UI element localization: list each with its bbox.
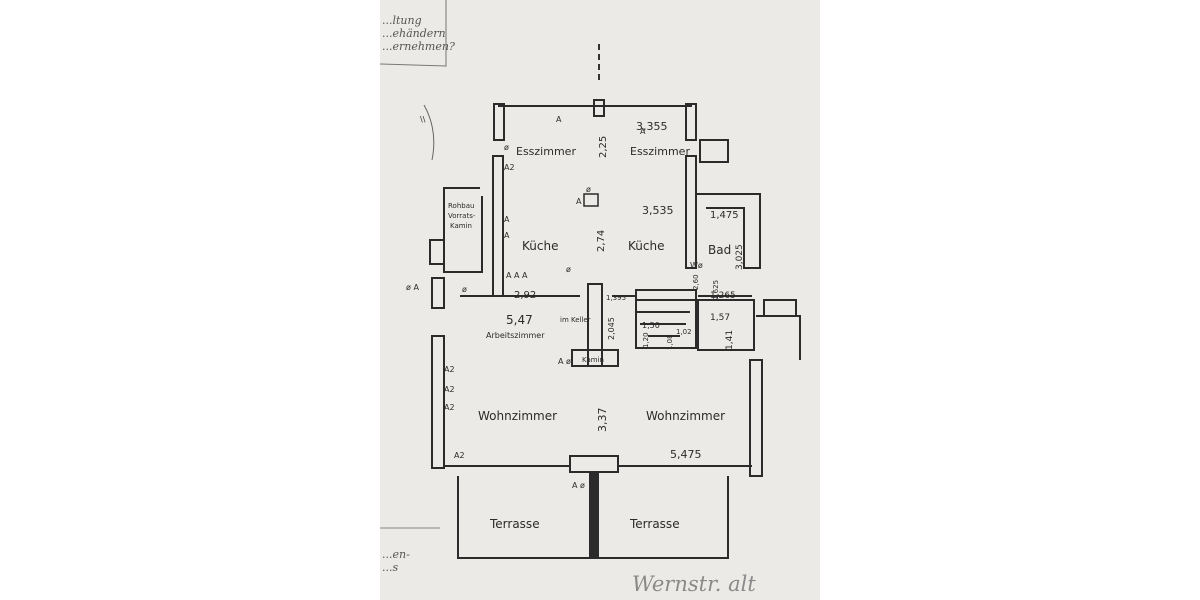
svg-text:ø: ø (462, 285, 467, 294)
bottom-left-note: ...en- ...s (382, 548, 410, 574)
dim-292: 2,92 (514, 290, 536, 301)
marker-left: \\ (420, 115, 426, 124)
dim-3535: 3,535 (642, 204, 674, 217)
dim-1395: 1,395 (606, 294, 626, 302)
walls (429, 99, 801, 559)
floor-plan: \\ (380, 0, 801, 559)
kaminbox-line-1: Rohbau (448, 202, 474, 210)
svg-text:A ø: A ø (558, 357, 571, 366)
svg-text:A: A (504, 231, 510, 240)
electrical-symbols: A A ø A2 A A A A A ø ø A ø A2 A2 A2 A2 A… (406, 115, 703, 490)
dim-120: 1,20 (642, 332, 650, 348)
dim-102: 1,02 (676, 328, 692, 336)
room-esszimmer-left: Esszimmer (516, 145, 576, 158)
corner-note-box (380, 0, 447, 67)
svg-text:A: A (504, 215, 510, 224)
bottom-note-line-2: ...s (382, 561, 399, 574)
dim-337: 3,37 (596, 408, 609, 433)
paper-sheet: ...ltung ...ehändern ...ernehmen? ...en-… (380, 0, 820, 600)
svg-text:A2: A2 (444, 365, 455, 374)
dim-1475: 1,475 (710, 210, 739, 221)
room-bad: Bad (708, 243, 731, 257)
room-terrasse-left: Terrasse (489, 517, 540, 531)
bottom-note-line-1: ...en- (382, 548, 410, 561)
svg-text:ø A: ø A (406, 283, 419, 292)
room-wohnzimmer-right: Wohnzimmer (646, 409, 725, 423)
label-im-keller: im Keller (560, 316, 591, 324)
svg-text:ø: ø (586, 185, 591, 194)
door-swing-arc (423, 104, 435, 161)
svg-text:A2: A2 (444, 403, 455, 412)
svg-text:A ø: A ø (572, 481, 585, 490)
table-symbol (583, 193, 599, 207)
svg-text:ø: ø (504, 143, 509, 152)
corner-note-line-1: ...ltung (382, 14, 422, 27)
dim-5475: 5,475 (670, 448, 702, 461)
dim-150: 1,50 (642, 321, 660, 330)
dim-141: 1,41 (725, 330, 735, 350)
svg-text:A2: A2 (444, 385, 455, 394)
room-arbeitszimmer: Arbeitszimmer (486, 331, 545, 340)
dim-547: 5,47 (506, 313, 533, 327)
room-terrasse-right: Terrasse (629, 517, 680, 531)
room-kueche-right: Küche (628, 239, 664, 253)
dim-2045: 2,045 (607, 317, 616, 340)
dim-108: 1,08 (666, 334, 674, 350)
svg-text:A2: A2 (454, 451, 465, 460)
dim-260: 2,60 (692, 274, 700, 290)
corner-note-line-3: ...ernehmen? (382, 40, 455, 53)
room-wohnzimmer-left: Wohnzimmer (478, 409, 557, 423)
corner-handwritten-note: ...ltung ...ehändern ...ernehmen? (382, 14, 455, 53)
svg-text:A: A (556, 115, 562, 124)
dim-1265: 1,265 (710, 291, 736, 301)
dim-1625: 1,625 (712, 280, 720, 300)
room-esszimmer-right: Esszimmer (630, 145, 690, 158)
svg-text:Wø: Wø (690, 261, 703, 270)
kaminbox-line-2: Vorrats- (448, 212, 476, 220)
dim-225: 2,25 (598, 136, 609, 158)
label-kamin: Kamin (582, 356, 604, 364)
signature: Wernstr. alt (632, 572, 756, 596)
dim-3025: 3,025 (735, 244, 745, 270)
svg-text:A: A (640, 127, 646, 136)
svg-text:A A A: A A A (506, 271, 528, 280)
dim-3355: 3,355 (636, 120, 668, 133)
svg-text:A: A (576, 197, 582, 206)
dim-274: 2,74 (596, 230, 607, 252)
svg-text:ø: ø (566, 265, 571, 274)
dim-157: 1,57 (710, 313, 730, 323)
kaminbox-line-3: Kamin (450, 222, 472, 230)
corner-note-line-2: ...ehändern (382, 27, 446, 40)
room-kueche-left: Küche (522, 239, 558, 253)
svg-text:A2: A2 (504, 163, 515, 172)
